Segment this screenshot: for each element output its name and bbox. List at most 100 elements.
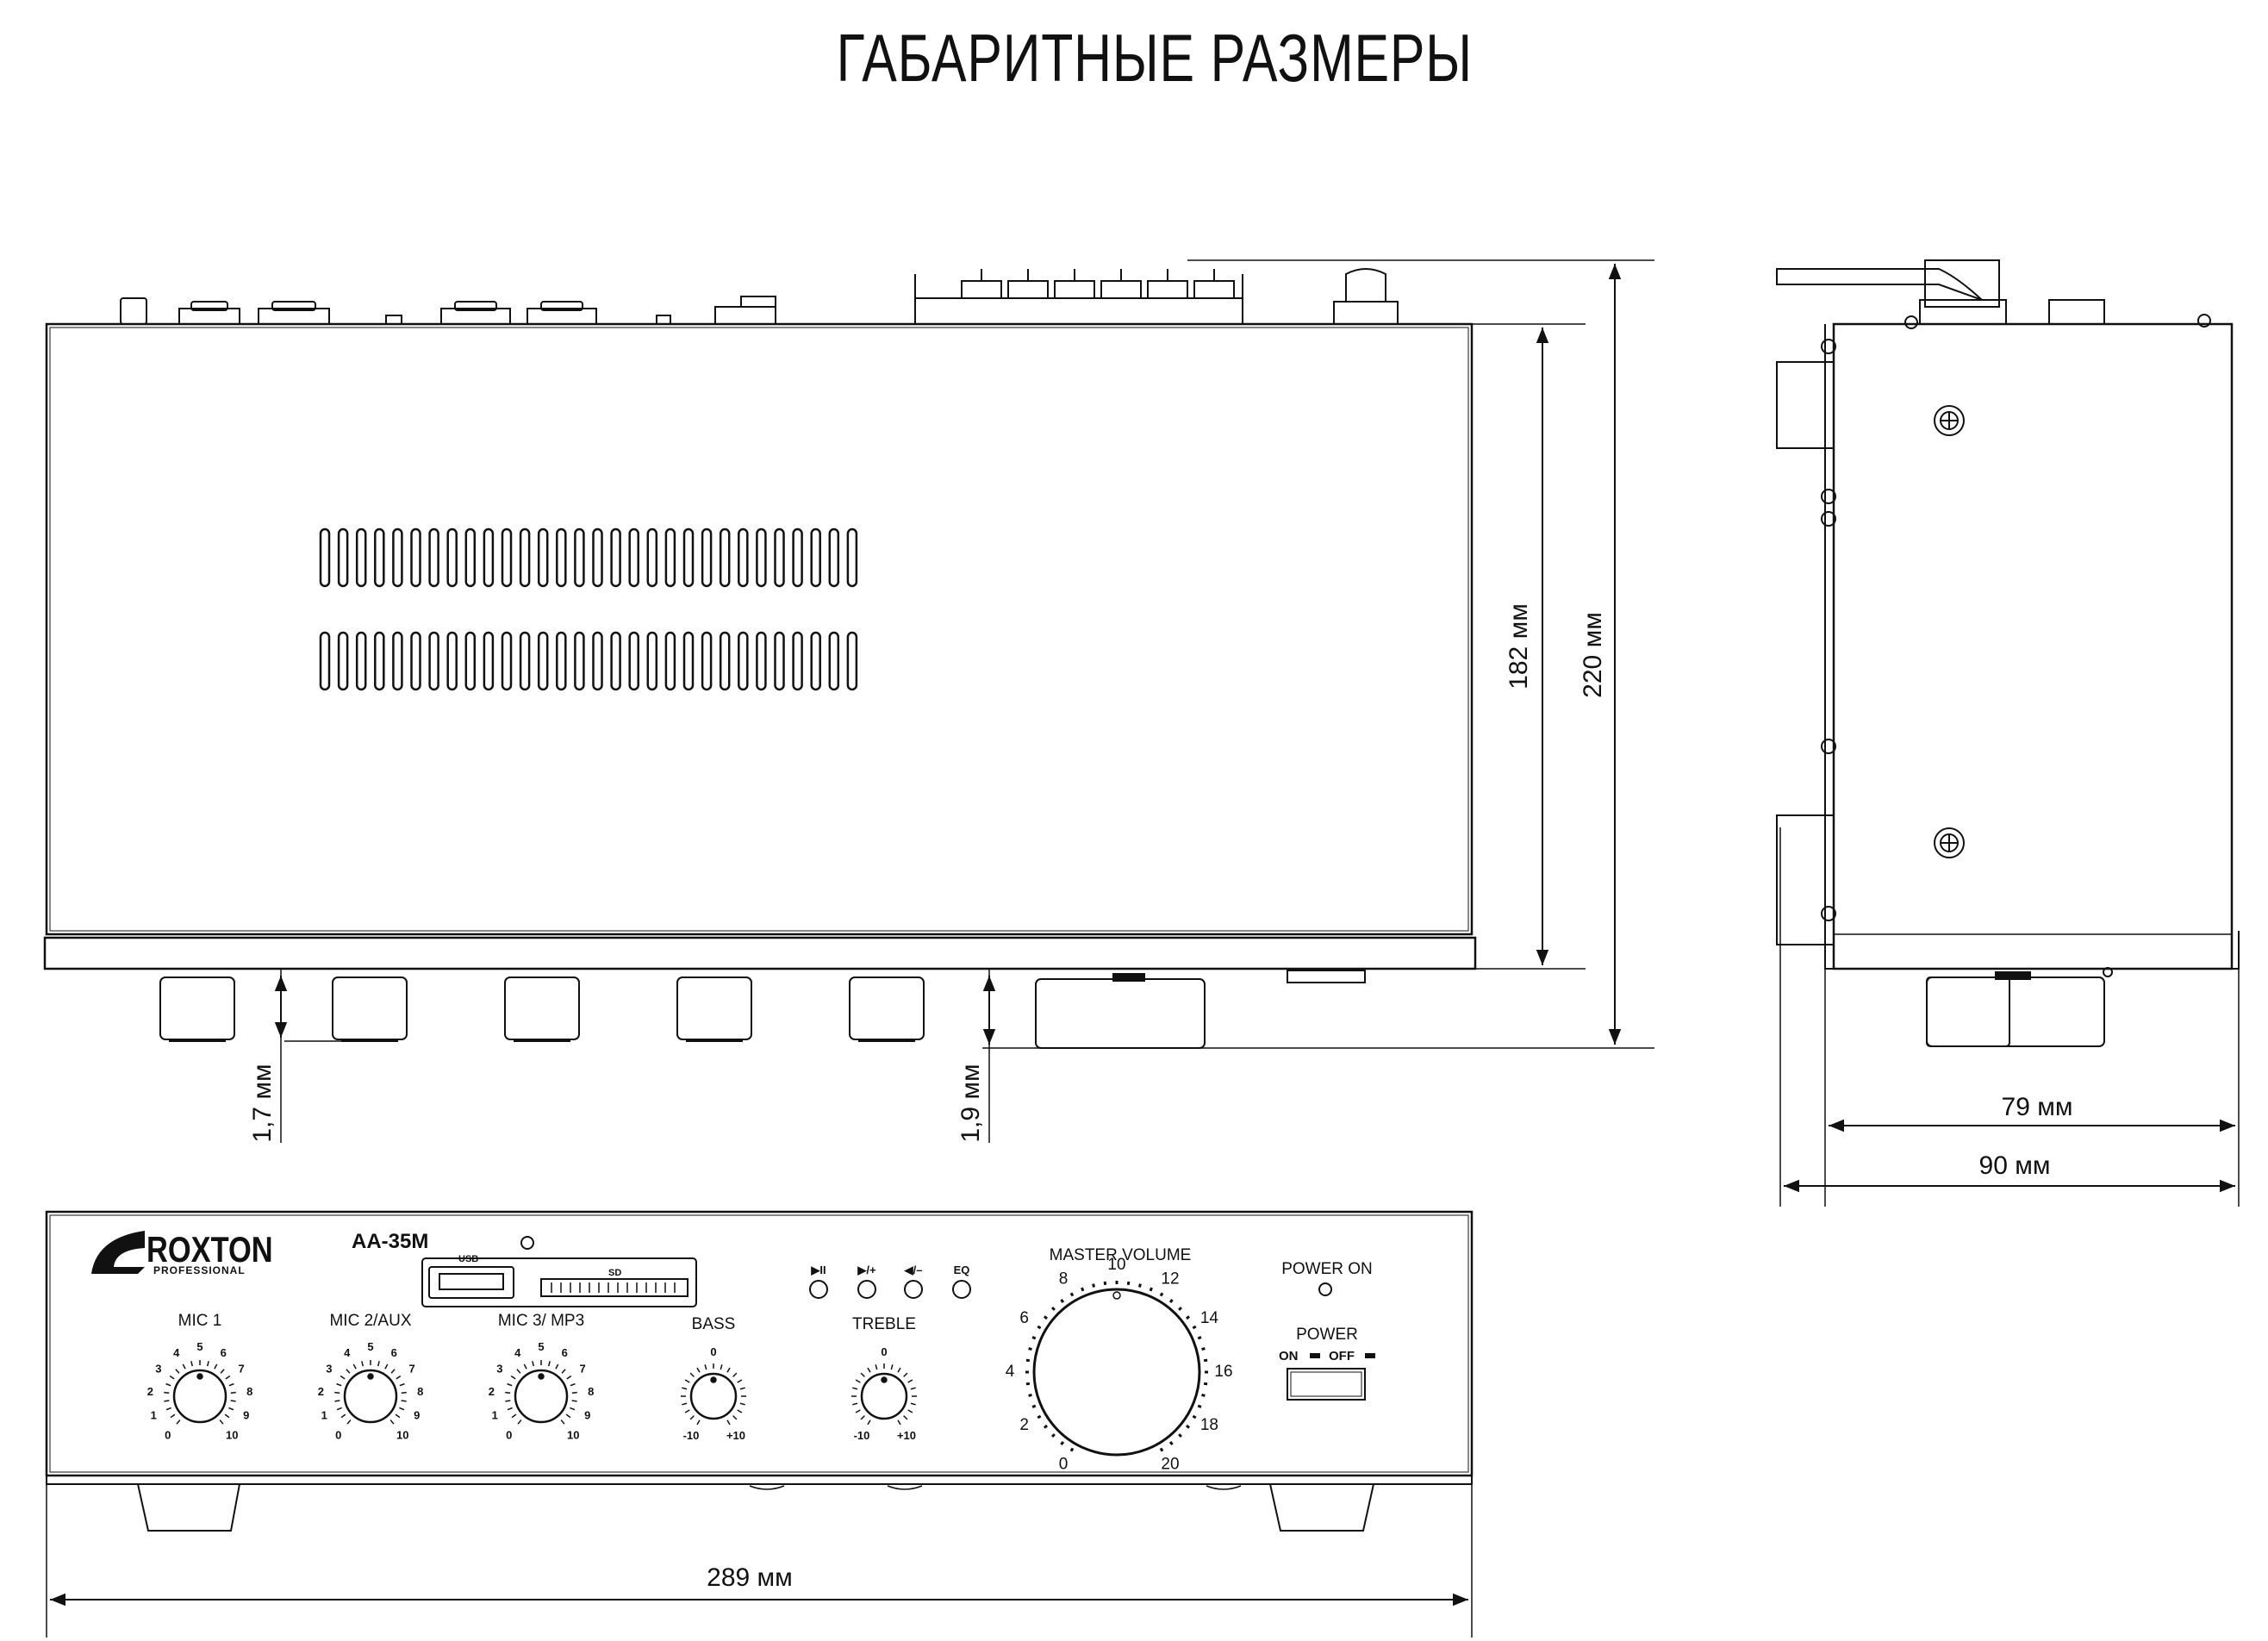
power-switch[interactable] [1287,1368,1366,1401]
vent-slot [719,527,731,588]
scale-label: 4 [344,1346,351,1359]
scale-label: 0 [335,1428,341,1441]
scale-tick [903,1372,908,1377]
scale-tick [875,1364,878,1370]
scale-label: 12 [1161,1270,1179,1288]
scale-tick [1159,1292,1164,1297]
scale-label: 6 [391,1346,397,1359]
scale-tick [384,1363,389,1370]
scale-tick [399,1407,405,1411]
vent-slot [610,631,621,691]
scale-tick [689,1372,695,1377]
knob-profile [159,976,235,1040]
prev-button[interactable] [904,1280,923,1299]
scale-tick [389,1419,395,1425]
play-pause-button[interactable] [809,1280,828,1299]
scale-tick [220,1369,225,1374]
scale-tick [1043,1315,1048,1320]
dim-knob-offset-right: 1,9 мм [956,1064,985,1142]
scale-tick [228,1407,234,1411]
scale-tick [689,1415,695,1420]
scale-label: 1 [321,1409,327,1422]
scale-label: 4 [173,1346,180,1359]
scale-label: 0 [1059,1455,1069,1473]
scale-label: 3 [155,1363,161,1376]
top-view-body [45,322,1474,936]
vent-slot [738,631,749,691]
scale-tick [897,1419,901,1426]
scale-label: 3 [496,1363,502,1376]
vent-slot [738,527,749,588]
scale-tick [511,1413,517,1419]
scale-label: 10 [226,1428,238,1441]
scale-tick [336,1407,342,1411]
scale-label: -10 [683,1429,700,1442]
scale-tick [1203,1358,1208,1363]
model-name: AA-35M [352,1230,428,1253]
vent-slot [810,527,821,588]
knob [172,1369,227,1424]
power-off-state: OFF [1329,1349,1355,1363]
vent-slot [682,527,695,588]
scale-tick [855,1409,861,1413]
scale-tick [682,1387,688,1390]
scale-tick [510,1375,516,1380]
scale-tick [352,1363,357,1370]
vent-slot [701,527,713,588]
scale-label: 0 [881,1345,887,1358]
scale-label: 10 [1107,1256,1125,1274]
side-view-body [1832,322,2234,970]
scale-tick [867,1419,871,1426]
scale-tick [1050,1306,1056,1311]
vent-slot [792,527,803,588]
vent-slot [355,631,367,691]
scale-tick [726,1419,731,1426]
scale-label: 6 [562,1346,568,1359]
dim-depth-total: 90 мм [1979,1151,2051,1180]
scale-tick [910,1387,916,1390]
dim-width: 289 мм [707,1563,793,1592]
top-view [43,268,1477,1049]
knob-profile [849,976,925,1040]
power-on-led [1318,1282,1332,1296]
knob [1032,1288,1201,1457]
side-view [1776,259,2240,1207]
scale-label: +10 [726,1429,745,1442]
scale-tick [732,1372,738,1377]
scale-tick [1137,1283,1142,1288]
dim-height-body: 182 мм [1505,603,1533,689]
knob [343,1369,398,1424]
vent-slot [337,527,349,588]
scale-tick [1060,1298,1065,1303]
front-panel-edge [43,936,1477,970]
scale-tick [517,1419,522,1425]
vent-slot [810,631,821,691]
scale-tick [907,1379,913,1383]
scale-label: 2 [147,1385,153,1398]
vent-slot [592,631,603,691]
scale-tick [1197,1404,1202,1408]
scale-tick [399,1382,405,1387]
scale-label: 5 [196,1340,202,1353]
vent-slot [392,527,403,588]
vent-slot [428,631,439,691]
scale-tick [1178,1433,1183,1438]
knob-pointer [881,1376,888,1383]
vent-slot [701,631,713,691]
vent-slot [519,631,531,691]
next-button[interactable] [857,1280,876,1299]
scale-tick [1149,1287,1153,1292]
usb-port [428,1266,514,1299]
power-label: POWER [1296,1326,1358,1344]
scale-tick [169,1375,175,1380]
vent-slot [556,527,567,588]
vent-slot [646,527,658,588]
knob [860,1372,908,1420]
scale-tick [737,1379,743,1383]
scale-tick [214,1363,218,1370]
scale-label: 3 [326,1363,332,1376]
eq-button[interactable] [952,1280,971,1299]
